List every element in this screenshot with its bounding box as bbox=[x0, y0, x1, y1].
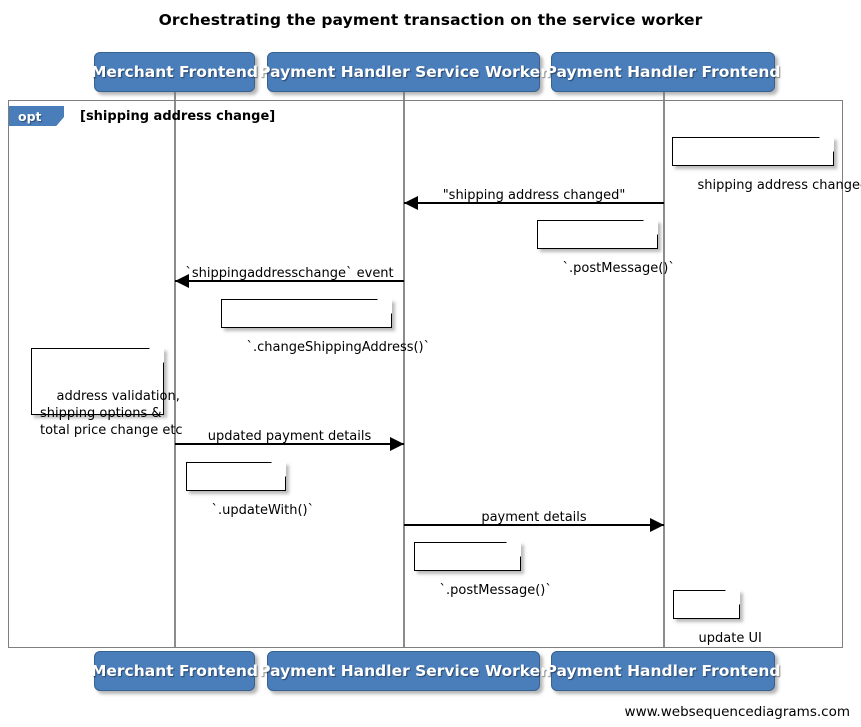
note-update-ui: update UI bbox=[673, 590, 762, 646]
note-text: `.changeShippingAddress()` bbox=[246, 340, 431, 355]
message-line-payment-details bbox=[404, 524, 664, 526]
participant-box-bottom-merchant-frontend[interactable]: Merchant Frontend bbox=[90, 651, 259, 691]
message-line-shippingaddresschange-event bbox=[175, 280, 404, 282]
note-fold-icon bbox=[271, 462, 286, 477]
participant-label: Merchant Frontend bbox=[90, 63, 259, 81]
participant-label: Merchant Frontend bbox=[90, 662, 259, 680]
note-post-message-2: `.postMessage()` bbox=[414, 542, 552, 598]
note-shipping-address-changed: shipping address changed bbox=[672, 137, 861, 193]
participant-label: Payment Handler Frontend bbox=[545, 63, 781, 81]
participant-box-bottom-payment-handler-frontend[interactable]: Payment Handler Frontend bbox=[546, 651, 780, 691]
note-post-message-1: `.postMessage()` bbox=[537, 220, 675, 276]
participant-box-top-merchant-frontend[interactable]: Merchant Frontend bbox=[90, 52, 259, 92]
note-text: address validation, shipping options & t… bbox=[40, 389, 183, 438]
message-line-shipping-address-changed bbox=[404, 202, 664, 204]
note-fold-icon bbox=[377, 299, 392, 314]
note-fold-icon bbox=[725, 590, 740, 605]
message-label-updated-payment-details: updated payment details bbox=[207, 429, 372, 444]
participant-box-bottom-payment-handler-service-worker[interactable]: Payment Handler Service Worker bbox=[259, 651, 548, 691]
note-text: `.postMessage()` bbox=[562, 261, 675, 276]
note-update-with: `.updateWith()` bbox=[186, 462, 314, 518]
note-change-shipping-address: `.changeShippingAddress()` bbox=[221, 299, 430, 355]
note-text: shipping address changed bbox=[697, 178, 861, 193]
note-fold-icon bbox=[506, 542, 521, 557]
fragment-opt-tab: opt bbox=[9, 106, 64, 126]
message-arrowhead-shipping-address-changed bbox=[404, 196, 418, 210]
fragment-guard-condition: [shipping address change] bbox=[80, 109, 276, 124]
message-arrowhead-updated-payment-details bbox=[390, 437, 404, 451]
message-label-payment-details: payment details bbox=[481, 510, 587, 525]
page-title: Orchestrating the payment transaction on… bbox=[158, 11, 703, 29]
message-line-updated-payment-details bbox=[175, 443, 404, 445]
note-fold-icon bbox=[643, 220, 658, 235]
participant-box-top-payment-handler-frontend[interactable]: Payment Handler Frontend bbox=[546, 52, 780, 92]
note-text: `.updateWith()` bbox=[211, 503, 315, 518]
note-fold-icon bbox=[149, 348, 164, 363]
message-arrowhead-shippingaddresschange-event bbox=[175, 274, 189, 288]
message-label-shipping-address-changed: "shipping address changed" bbox=[442, 188, 626, 203]
message-arrowhead-payment-details bbox=[650, 518, 664, 532]
participant-label: Payment Handler Frontend bbox=[545, 662, 781, 680]
note-text: update UI bbox=[698, 631, 762, 646]
message-label-shippingaddresschange-event: `shippingaddresschange` event bbox=[185, 266, 394, 281]
note-text: `.postMessage()` bbox=[439, 583, 552, 598]
footer-attribution: www.websequencediagrams.com bbox=[624, 704, 850, 720]
lifeline-payment-handler-frontend bbox=[663, 92, 665, 648]
fragment-opt-frame bbox=[8, 100, 843, 648]
note-fold-icon bbox=[819, 137, 834, 152]
lifeline-payment-handler-service-worker bbox=[403, 92, 405, 648]
fragment-type-label: opt bbox=[18, 108, 42, 124]
participant-label: Payment Handler Service Worker bbox=[259, 662, 548, 680]
lifeline-merchant-frontend bbox=[174, 92, 176, 648]
participant-box-top-payment-handler-service-worker[interactable]: Payment Handler Service Worker bbox=[259, 52, 548, 92]
participant-label: Payment Handler Service Worker bbox=[259, 63, 548, 81]
note-address-validation: address validation, shipping options & t… bbox=[31, 348, 183, 438]
